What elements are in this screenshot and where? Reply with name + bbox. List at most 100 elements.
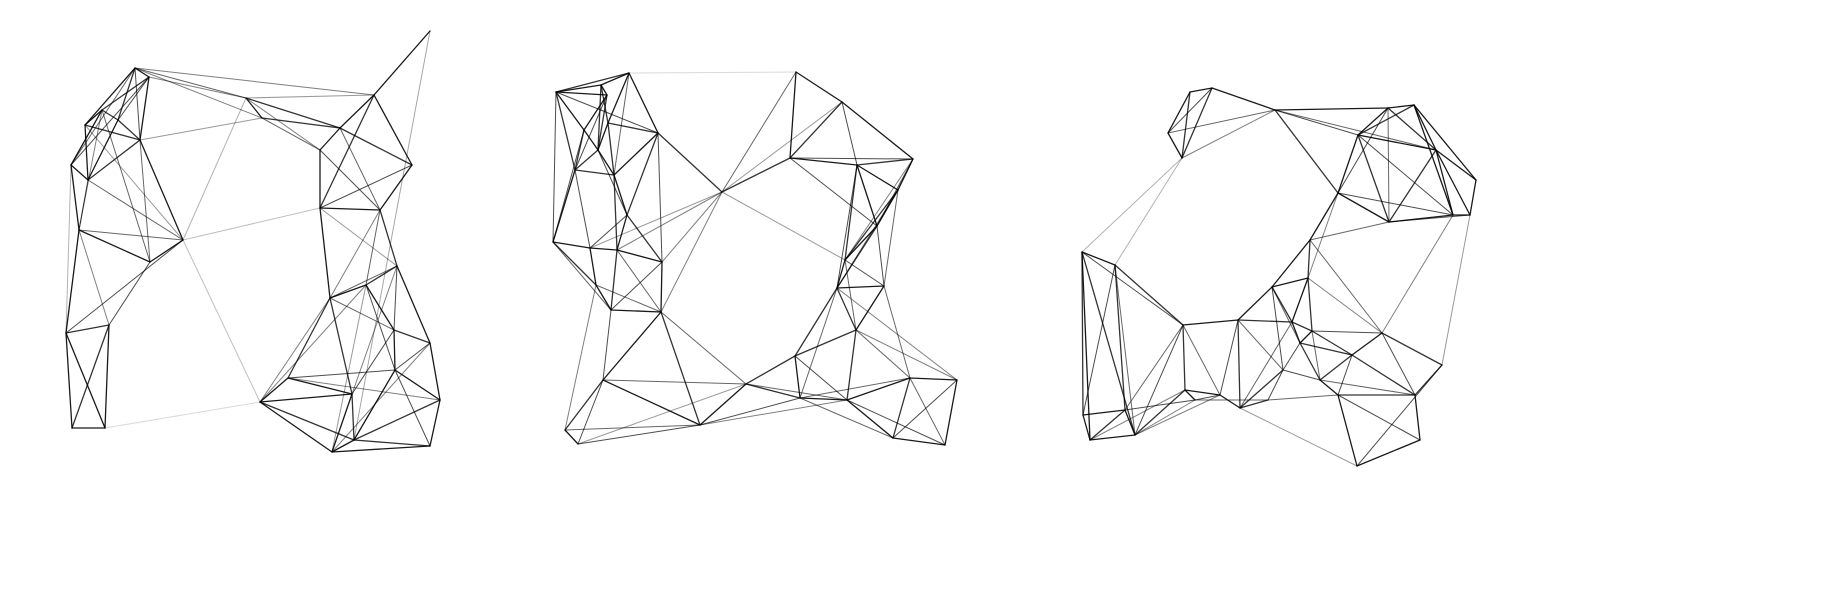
- graph-edge: [602, 379, 747, 385]
- graph-edge: [799, 397, 848, 401]
- graph-edge: [329, 209, 381, 299]
- graph-edge: [595, 284, 662, 313]
- graph-edge: [1381, 214, 1454, 334]
- graph-edge: [552, 169, 576, 243]
- graph-edge: [1357, 134, 1454, 216]
- graph-edge: [1182, 319, 1239, 326]
- graph-edge: [101, 109, 151, 263]
- graph-edge: [552, 91, 557, 243]
- graph-edge: [844, 259, 885, 287]
- graph-edge: [365, 265, 398, 286]
- graph-edge: [261, 117, 341, 129]
- graph-edge: [1167, 87, 1213, 134]
- graph-edge: [87, 139, 141, 181]
- graph-edge: [660, 311, 701, 426]
- graph-edge: [607, 72, 630, 124]
- graph-edge: [182, 97, 247, 241]
- graph-edge: [1182, 324, 1186, 391]
- graph-edge: [1081, 157, 1183, 253]
- graph-edge: [1299, 342, 1353, 356]
- graph-edge: [628, 71, 797, 74]
- graph-edge: [876, 225, 885, 287]
- graph-edge: [1181, 87, 1213, 159]
- graph-edge: [394, 369, 431, 447]
- graph-edge: [909, 377, 946, 446]
- graph-edge: [1267, 369, 1284, 401]
- graph-edge: [699, 397, 801, 426]
- graph-edge: [1134, 399, 1196, 436]
- graph-edge: [1237, 286, 1273, 321]
- graph-edge: [844, 259, 857, 331]
- graph-edge: [71, 324, 110, 429]
- graph-edge: [1184, 389, 1196, 401]
- graph-edge: [1319, 354, 1353, 381]
- graph-edge: [841, 101, 914, 160]
- graph-edge: [610, 261, 663, 311]
- graph-edge: [319, 127, 341, 151]
- graph-edge: [1311, 330, 1353, 356]
- graph-edge: [393, 329, 431, 344]
- graph-edge: [846, 377, 911, 401]
- graph-edge: [1291, 277, 1309, 323]
- graph-edge: [331, 439, 355, 453]
- graph-edge: [319, 94, 375, 209]
- graph-edge: [944, 379, 958, 446]
- graph-edge: [1219, 394, 1241, 409]
- graph-edge: [613, 174, 618, 251]
- graph-edge: [1114, 264, 1126, 411]
- graph-edge: [600, 84, 608, 96]
- graph-edge: [1271, 286, 1284, 371]
- graph-edge: [1274, 109, 1339, 194]
- graph-edge: [1307, 192, 1339, 279]
- graph-edge: [613, 72, 630, 176]
- graph-edge: [1413, 104, 1437, 151]
- graph-edge: [70, 109, 103, 166]
- graph-edge: [836, 287, 958, 381]
- graph-edge: [1309, 221, 1390, 241]
- graph-edge: [1274, 109, 1359, 136]
- graph-edge: [339, 127, 381, 211]
- graph-edge: [589, 247, 618, 251]
- graph-edge: [789, 71, 797, 159]
- graph-edge: [139, 139, 184, 241]
- graph-edge: [1299, 342, 1321, 381]
- graph-edge: [1337, 107, 1389, 194]
- graph-edge: [616, 214, 628, 251]
- graph-edge: [1307, 277, 1313, 332]
- graph-edge: [1381, 332, 1443, 366]
- graph-edge: [699, 399, 848, 426]
- graph-edge: [564, 424, 701, 431]
- graph-edge: [245, 97, 341, 129]
- graph-edge: [836, 259, 846, 289]
- graph-edge: [365, 284, 395, 331]
- graph-edge: [564, 379, 604, 431]
- graph-edge: [616, 249, 662, 313]
- graph-edge: [149, 239, 184, 263]
- graph-edge: [139, 117, 263, 141]
- graph-edge: [319, 207, 331, 299]
- graph-edge: [101, 109, 119, 121]
- graph-edge: [610, 309, 662, 313]
- graph-edge: [373, 30, 431, 96]
- graph-edge: [794, 287, 838, 357]
- graph-edge: [564, 284, 597, 431]
- graph-edge: [1413, 104, 1477, 181]
- graph-edge: [1388, 214, 1471, 223]
- graph-edge: [1237, 319, 1293, 323]
- graph-edge: [1124, 324, 1184, 411]
- graph-edge: [1435, 149, 1454, 216]
- graph-edge: [600, 72, 630, 86]
- graph-edge: [70, 164, 89, 181]
- graph-edge: [794, 355, 848, 401]
- graph-edge: [721, 157, 791, 193]
- graph-edge: [1274, 109, 1437, 151]
- graph-edge: [394, 342, 431, 371]
- graph-edge: [139, 139, 151, 263]
- graph-edge: [1134, 324, 1184, 436]
- network-graph-left: [65, 30, 441, 453]
- graph-edge: [1089, 434, 1136, 441]
- graph-edge: [379, 164, 413, 211]
- graph-edge: [287, 377, 441, 401]
- graph-edge: [552, 241, 591, 249]
